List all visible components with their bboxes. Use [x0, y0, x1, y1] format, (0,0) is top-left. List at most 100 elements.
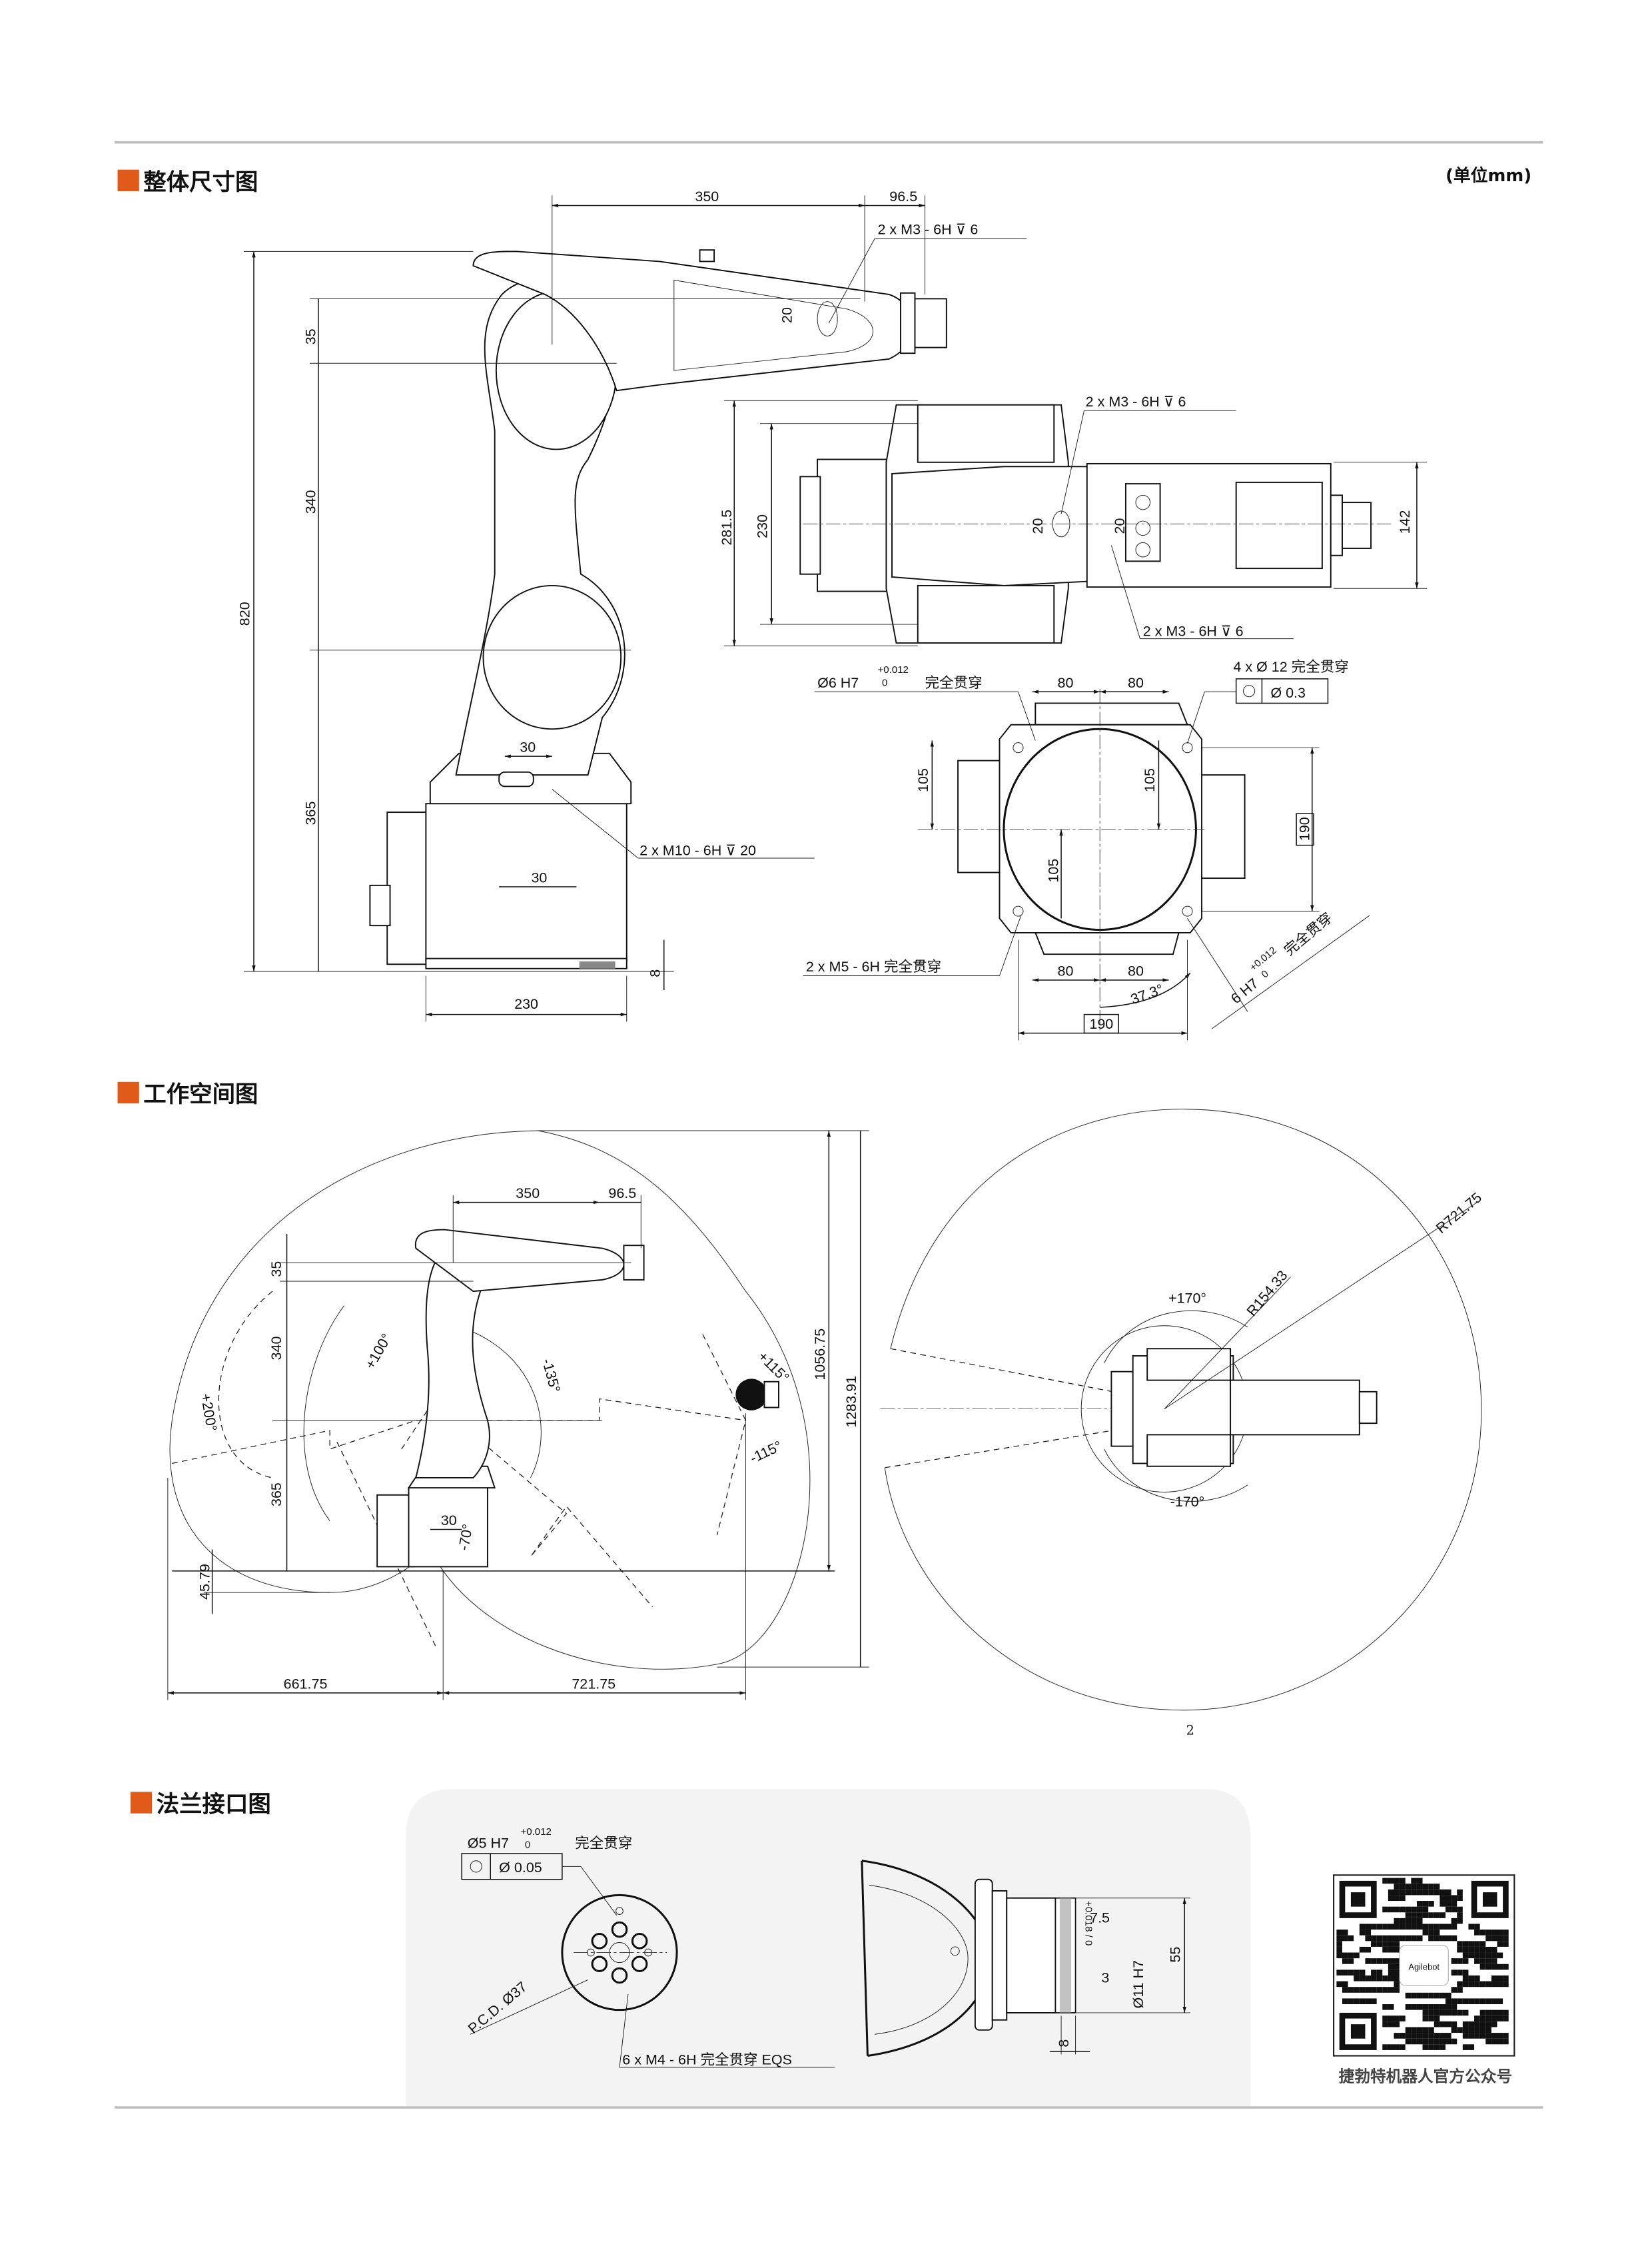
qr-module [1457, 1987, 1463, 1993]
qr-module [1474, 2033, 1480, 2039]
top-view-dimensions: 281.5 230 20 20 142 2 x M3 - 6H ⊽ 6 2 x … [719, 394, 1428, 646]
qr-module [1485, 2015, 1491, 2021]
qr-module [1479, 1930, 1486, 1936]
flange-dim-55: 55 [1168, 1947, 1184, 1963]
qr-module [1468, 1946, 1475, 1953]
qr-module [1451, 2021, 1457, 2027]
unit-label: (单位mm) [1446, 165, 1531, 186]
qr-module [1382, 1987, 1388, 1993]
qr-module [1457, 2027, 1463, 2033]
qr-module [1382, 1958, 1388, 1964]
qr-module [1388, 2004, 1394, 2010]
qr-module [1400, 1906, 1406, 1913]
qr-module [1451, 2027, 1457, 2033]
qr-code[interactable]: Agilebot [1333, 1874, 1515, 2057]
qr-module [1462, 1946, 1469, 1953]
qr-module [1371, 1958, 1377, 1964]
ws-dim-365: 365 [268, 1482, 284, 1506]
qr-module [1468, 2033, 1475, 2039]
thread-callout-base: 2 x M10 - 6H ⊽ 20 [639, 843, 756, 859]
qr-module [1394, 1935, 1400, 1942]
qr-module [1479, 1964, 1486, 1970]
dim-190-bottom: 190 [1089, 1016, 1113, 1032]
pin-bottom-tol-lower: 0 [1259, 968, 1270, 980]
qr-module [1446, 1895, 1451, 1902]
qr-module [1411, 1884, 1417, 1890]
qr-module [1348, 1998, 1354, 2005]
qr-module [1388, 1941, 1394, 1947]
qr-module [1462, 1952, 1469, 1959]
qr-module [1376, 1958, 1383, 1964]
qr-module [1474, 1924, 1480, 1930]
qr-module [1400, 1884, 1406, 1890]
qr-module [1422, 2015, 1429, 2021]
qr-module [1440, 1901, 1446, 1907]
qr-module [1434, 1935, 1440, 1942]
qr-module [1474, 1998, 1480, 2005]
qr-module [1434, 2021, 1440, 2027]
qr-module [1365, 1998, 1372, 2005]
qr-module [1405, 2004, 1412, 2010]
qr-module [1371, 1924, 1377, 1930]
qr-module [1451, 1998, 1457, 2005]
qr-module [1497, 1964, 1503, 1970]
qr-module [1428, 2004, 1434, 2010]
angle-neg135: -135° [539, 1357, 564, 1395]
angle-pos200: +200° [197, 1393, 220, 1432]
dim-20-top-a: 20 [1030, 518, 1046, 534]
qr-module [1457, 1906, 1463, 1913]
qr-module [1485, 1958, 1491, 1964]
qr-module [1491, 2015, 1497, 2021]
qr-module [1462, 2027, 1469, 2033]
qr-module [1434, 2044, 1440, 2050]
qr-module [1468, 2044, 1475, 2050]
qr-module [1422, 1906, 1429, 1913]
qr-module [1474, 2015, 1480, 2021]
qr-module [1405, 1935, 1412, 1942]
qr-module [1411, 1912, 1417, 1918]
qr-module [1388, 1946, 1394, 1953]
top-view-robot [799, 404, 1392, 644]
dim-80-c: 80 [1058, 963, 1074, 979]
qr-logo: Agilebot [1408, 1962, 1440, 1971]
qr-module [1451, 1924, 1457, 1930]
qr-module [1485, 1981, 1491, 1987]
qr-module [1411, 1889, 1417, 1896]
qr-module [1411, 2033, 1417, 2039]
qr-module [1468, 1998, 1475, 2005]
qr-module [1376, 1924, 1383, 1930]
qr-module [1479, 1981, 1486, 1987]
qr-module [1411, 1918, 1417, 1924]
qr-module [1479, 1946, 1486, 1953]
flange-thread-callout: 6 x M4 - 6H 完全贯穿 EQS [622, 2051, 792, 2067]
qr-module [1457, 1969, 1463, 1975]
qr-module [1491, 1952, 1497, 1959]
qr-module [1394, 1906, 1400, 1913]
qr-module [1376, 1975, 1383, 1981]
qr-module [1451, 1906, 1457, 1913]
qr-module [1503, 1975, 1509, 1981]
flange-pin: Ø5 H7 [468, 1835, 509, 1851]
qr-module [1451, 1901, 1457, 1907]
qr-module [1491, 2009, 1497, 2016]
qr-module [1503, 1981, 1509, 1987]
qr-module [1485, 1935, 1491, 1942]
dim-190-right: 190 [1296, 817, 1312, 841]
qr-module [1422, 2027, 1429, 2033]
qr-module [1451, 2038, 1457, 2045]
qr-module [1491, 1975, 1497, 1981]
qr-module [1503, 2038, 1509, 2045]
section-title-workspace: 工作空间图 [143, 1081, 258, 1108]
flange-dim-7-5: 7.5 [1090, 1910, 1110, 1926]
qr-module [1446, 2038, 1451, 2045]
qr-module [1446, 2004, 1451, 2010]
qr-module [1485, 1946, 1491, 1953]
qr-module [1479, 1998, 1486, 2005]
qr-module [1491, 1935, 1497, 1942]
qr-module [1342, 1958, 1348, 1964]
dim-30-upper: 30 [520, 740, 536, 756]
dim-30-lower: 30 [531, 870, 547, 886]
qr-module [1434, 1912, 1440, 1918]
qr-module [1428, 1992, 1434, 1999]
qr-module [1422, 1924, 1429, 1930]
